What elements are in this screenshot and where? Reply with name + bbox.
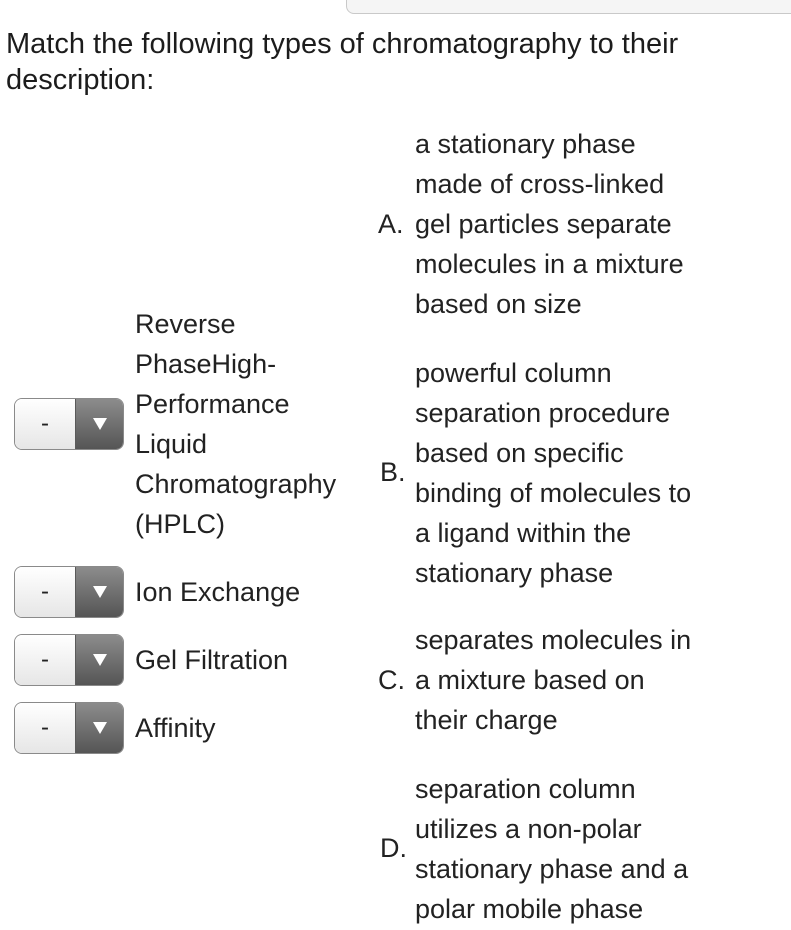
option-letter-b: B. <box>380 457 406 487</box>
triangle-down-icon <box>75 567 123 617</box>
option-description-b: powerful column separation procedure bas… <box>415 358 692 588</box>
option-letter-d: D. <box>380 833 407 863</box>
select-value: - <box>15 703 75 753</box>
question-text: Match the following types of chromatogra… <box>6 28 679 96</box>
triangle-down-icon <box>75 635 123 685</box>
option-letter-c: C. <box>378 665 405 695</box>
select-value: - <box>15 399 75 449</box>
triangle-down-icon <box>75 703 123 753</box>
match-select-hplc[interactable]: - <box>14 398 124 450</box>
match-select-affinity[interactable]: - <box>14 702 124 754</box>
option-letter-a: A. <box>378 209 404 239</box>
option-description-a: a stationary phase made of cross-linked … <box>415 129 684 319</box>
triangle-down-icon <box>75 399 123 449</box>
top-input-box <box>346 0 791 14</box>
option-description-d: separation column utilizes a non-polar s… <box>415 774 689 924</box>
match-select-ion-exchange[interactable]: - <box>14 566 124 618</box>
item-label-hplc: Reverse PhaseHigh- Performance Liquid Ch… <box>135 309 337 539</box>
option-description-c: separates molecules in a mixture based o… <box>415 625 692 735</box>
item-label-ion-exchange: Ion Exchange <box>135 577 301 607</box>
select-value: - <box>15 567 75 617</box>
match-select-gel-filtration[interactable]: - <box>14 634 124 686</box>
item-label-affinity: Affinity <box>135 713 216 743</box>
item-label-gel-filtration: Gel Filtration <box>135 645 289 675</box>
select-value: - <box>15 635 75 685</box>
